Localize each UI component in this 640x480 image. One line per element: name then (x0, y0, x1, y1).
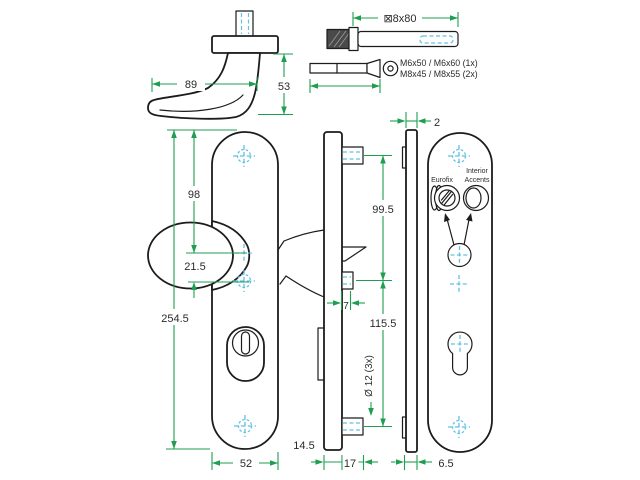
spindle-shaft (357, 30, 459, 48)
screw-head-front-view (382, 60, 399, 77)
handle-neck-profile-bottom (279, 275, 325, 298)
exterior-plate-view (147, 131, 279, 450)
dim-14-label: 14.5 (293, 440, 314, 452)
spindle-collar (348, 26, 359, 52)
dim-7-label: 7 (343, 301, 349, 312)
handle-spindle-stub (235, 10, 254, 38)
handle-rose-collar (211, 35, 279, 54)
dim-screw-length (309, 79, 381, 93)
accents-bushing (462, 184, 490, 212)
dim-53-label: 53 (278, 81, 290, 93)
guard-slot (240, 331, 251, 355)
dim-handle-height: 53 (258, 53, 297, 116)
handle-side-view: 89 53 (147, 10, 297, 120)
profile-plate (323, 131, 343, 451)
interior-plate (427, 132, 493, 453)
stud-top (341, 146, 364, 165)
dim-21-label: 21.5 (184, 261, 205, 273)
exterior-plate (211, 131, 279, 450)
dim-spindle-size: ⊠8x80 (352, 10, 459, 27)
interior-accents-label-1: Interior (466, 168, 488, 175)
exterior-plate-dimensions: 254.5 98 21.5 52 (156, 129, 279, 470)
dim-2-label: 2 (434, 117, 440, 129)
dim-dia12-label: Ø 12 (3x) (364, 355, 375, 397)
spindle-profile (341, 246, 367, 262)
interior-plate-view: Eurofix Interior Accents (427, 132, 493, 453)
dim-99-label: 99.5 (372, 204, 393, 216)
handle-grip-edge-line (159, 94, 244, 112)
dim-254-label: 254.5 (161, 313, 189, 325)
dim-115-label: 115.5 (370, 318, 397, 330)
dim-89-label: 89 (185, 79, 197, 91)
backplate-edge (405, 129, 418, 453)
screw-head (366, 58, 381, 79)
interior-accents-label-2: Accents (465, 177, 490, 184)
stud-middle (341, 271, 354, 290)
handle-neck-profile-top (277, 229, 325, 251)
handle-grip-front (147, 221, 234, 290)
stud-bottom (341, 417, 364, 436)
dim-52-label: 52 (240, 458, 252, 470)
adapter-leader-arrows (444, 213, 473, 246)
backplate-edge-view (401, 129, 418, 453)
backplate-dimensions: 2 6.5 (390, 112, 454, 470)
screw-option1-label: M6x50 / M6x60 (1x) (400, 58, 478, 68)
screw-option2-label: M8x45 / M8x55 (2x) (400, 69, 478, 79)
profile-view (277, 131, 367, 451)
spindle-thread (326, 28, 351, 50)
eurofix-label: Eurofix (431, 177, 453, 184)
dim-98-label: 98 (188, 189, 200, 201)
dim-17-label: 17 (344, 458, 356, 470)
euro-cylinder-cutout (447, 331, 473, 376)
spindle-bolt-view: ⊠8x80 (326, 10, 459, 52)
screw-shaft (309, 62, 368, 74)
dim-handle-width: 89 (151, 75, 258, 92)
dim-65-label: 6.5 (438, 458, 453, 470)
profile-dimensions: 99.5 115.5 7 Ø 12 (3x) 14.5 17 (293, 154, 403, 470)
fixing-screw-view: M6x50 / M6x60 (1x) M8x45 / M8x55 (2x) (309, 58, 478, 93)
dim-8x80-label: ⊠8x80 (383, 13, 416, 25)
eurofix-bushing (430, 184, 461, 212)
